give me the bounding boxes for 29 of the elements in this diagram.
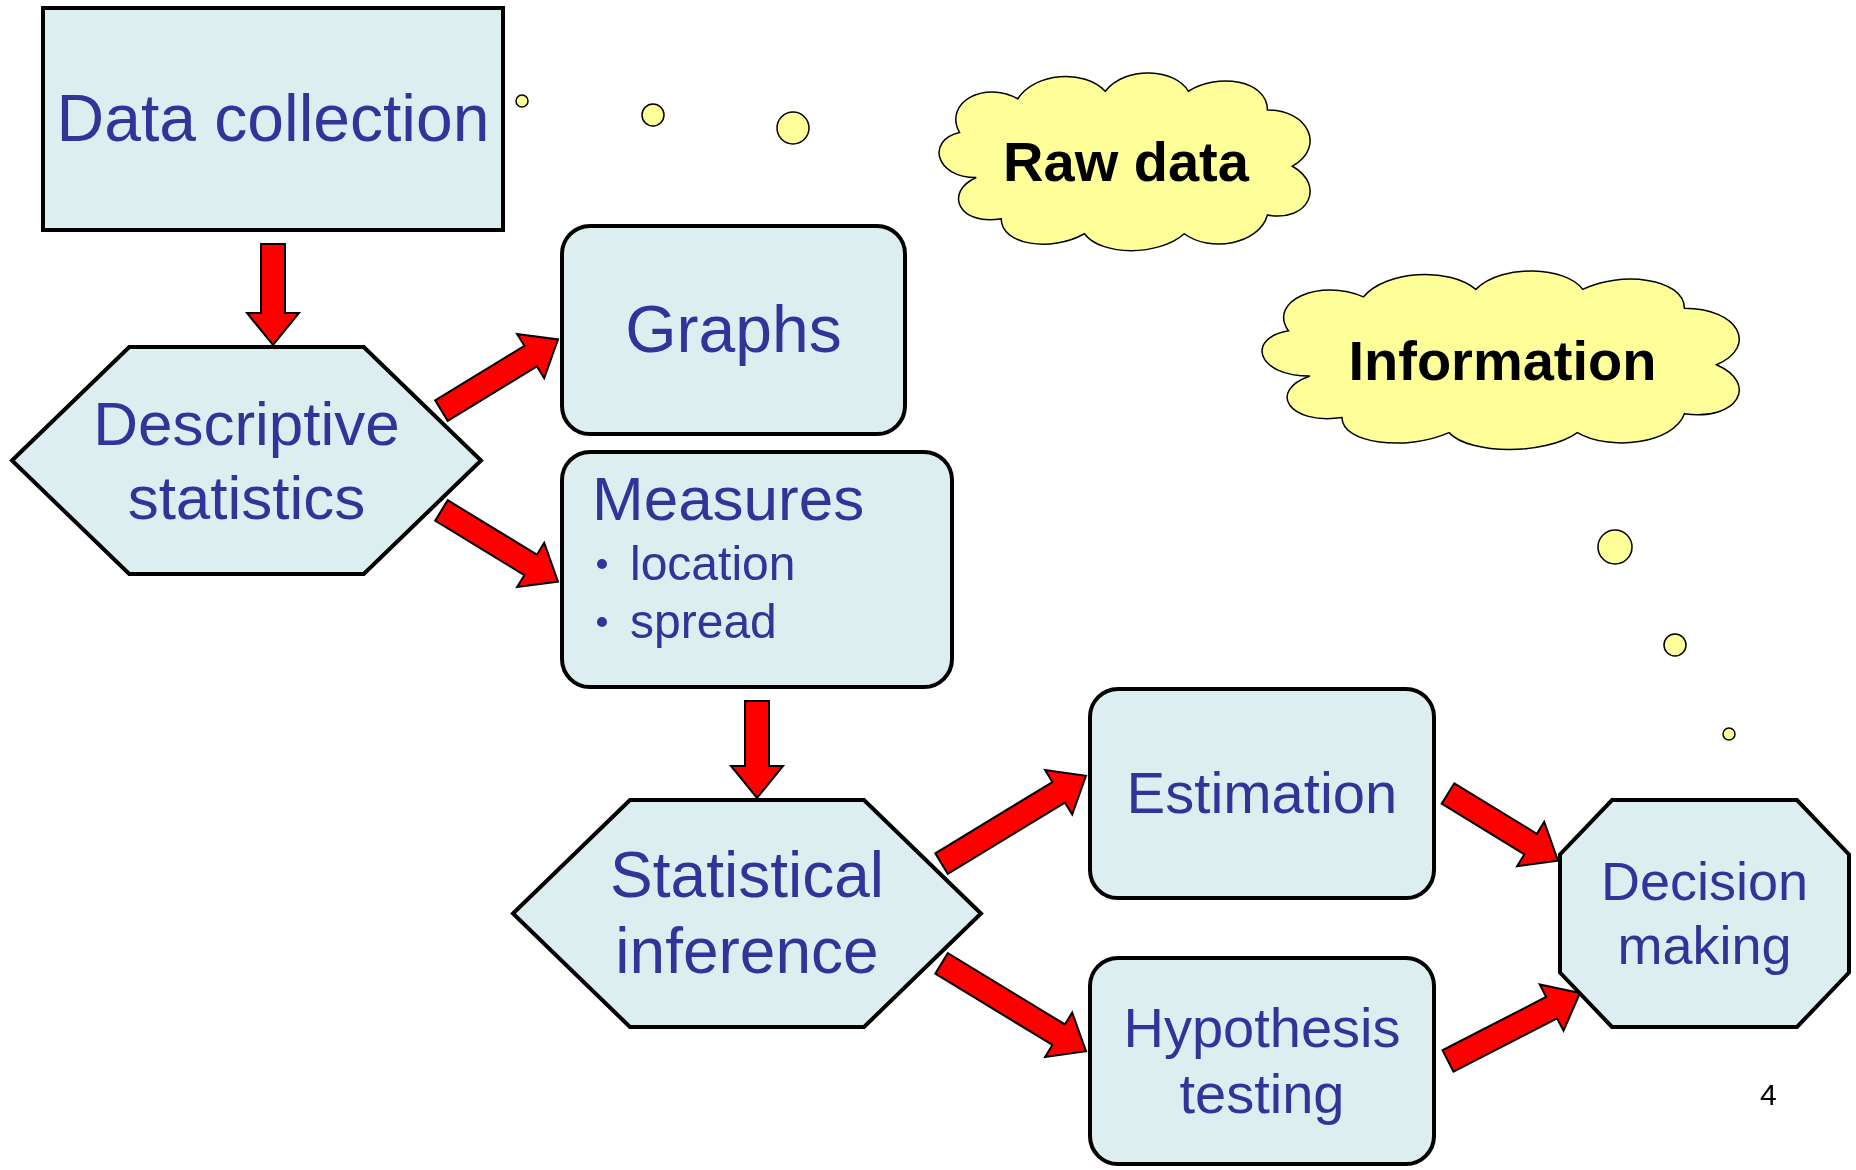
process-box [41, 6, 505, 232]
node-label: Statistical inference [609, 838, 885, 989]
bullet-item: location [630, 536, 796, 593]
rounded-box [560, 450, 954, 689]
node-label: Raw data [1003, 129, 1249, 196]
hexagon-shape [12, 347, 481, 574]
hexagon-shape [513, 800, 981, 1027]
node-label: Decision making [1599, 849, 1810, 977]
block-arrow [433, 498, 560, 589]
node-label: Descriptive statistics [92, 388, 401, 534]
node-label: Information [1348, 327, 1657, 394]
node-label: Data collection [56, 80, 490, 158]
rounded-box [1088, 956, 1436, 1166]
rounded-box [560, 224, 907, 436]
block-arrow [1440, 781, 1560, 868]
page-number: 4 [1760, 1077, 1777, 1113]
node-label: Graphs [625, 291, 842, 369]
node-label: Measures [592, 463, 865, 535]
block-arrow [244, 243, 302, 347]
block-arrow [1441, 983, 1582, 1074]
node-label: Hypothesis testing [1122, 994, 1402, 1127]
block-arrow [933, 768, 1088, 876]
block-arrow [933, 951, 1088, 1059]
node-label: Estimation [1126, 759, 1398, 828]
block-arrow [728, 700, 786, 800]
block-arrow [433, 332, 560, 423]
bullet-item: spread [630, 593, 777, 650]
rounded-box [1088, 687, 1436, 900]
octagon-shape [1560, 800, 1849, 1027]
